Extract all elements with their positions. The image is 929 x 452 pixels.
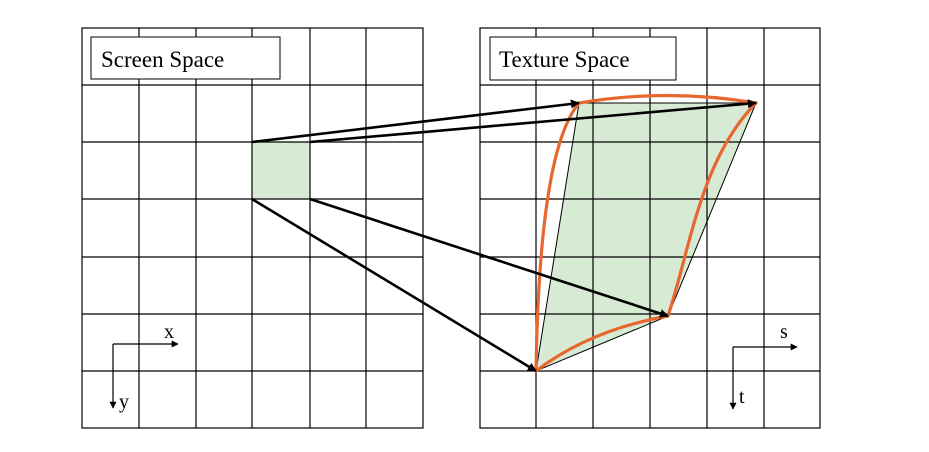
screen-space-panel: Screen Space x y xyxy=(81,27,424,429)
footprint-right-curve xyxy=(666,101,758,318)
screen-space-title-box xyxy=(90,36,281,80)
footprint-top-curve xyxy=(577,93,758,105)
texture-space-panel: Texture Space s t xyxy=(479,27,821,429)
mapping-arrow-bottom-left xyxy=(251,197,537,373)
mapping-arrows xyxy=(251,99,757,373)
texture-space-title-box xyxy=(489,36,677,81)
screen-axes: x y xyxy=(109,321,179,413)
texture-axes: s t xyxy=(729,321,798,410)
footprint-bottom-curve xyxy=(534,314,670,373)
screen-space-title: Screen Space xyxy=(101,47,224,72)
y-axis-label: y xyxy=(119,391,129,413)
mapping-arrow-top-left xyxy=(251,99,580,144)
mapping-arrow-bottom-right xyxy=(309,197,669,318)
t-axis-label: t xyxy=(739,386,745,408)
texture-footprint xyxy=(535,102,757,372)
texture-space-title: Texture Space xyxy=(499,47,630,72)
mapping-arrow-top-right xyxy=(309,99,757,144)
s-axis-label: s xyxy=(780,321,788,343)
screen-grid xyxy=(81,27,424,429)
screen-pixel-highlight xyxy=(252,142,310,199)
x-axis-label: x xyxy=(164,321,174,343)
